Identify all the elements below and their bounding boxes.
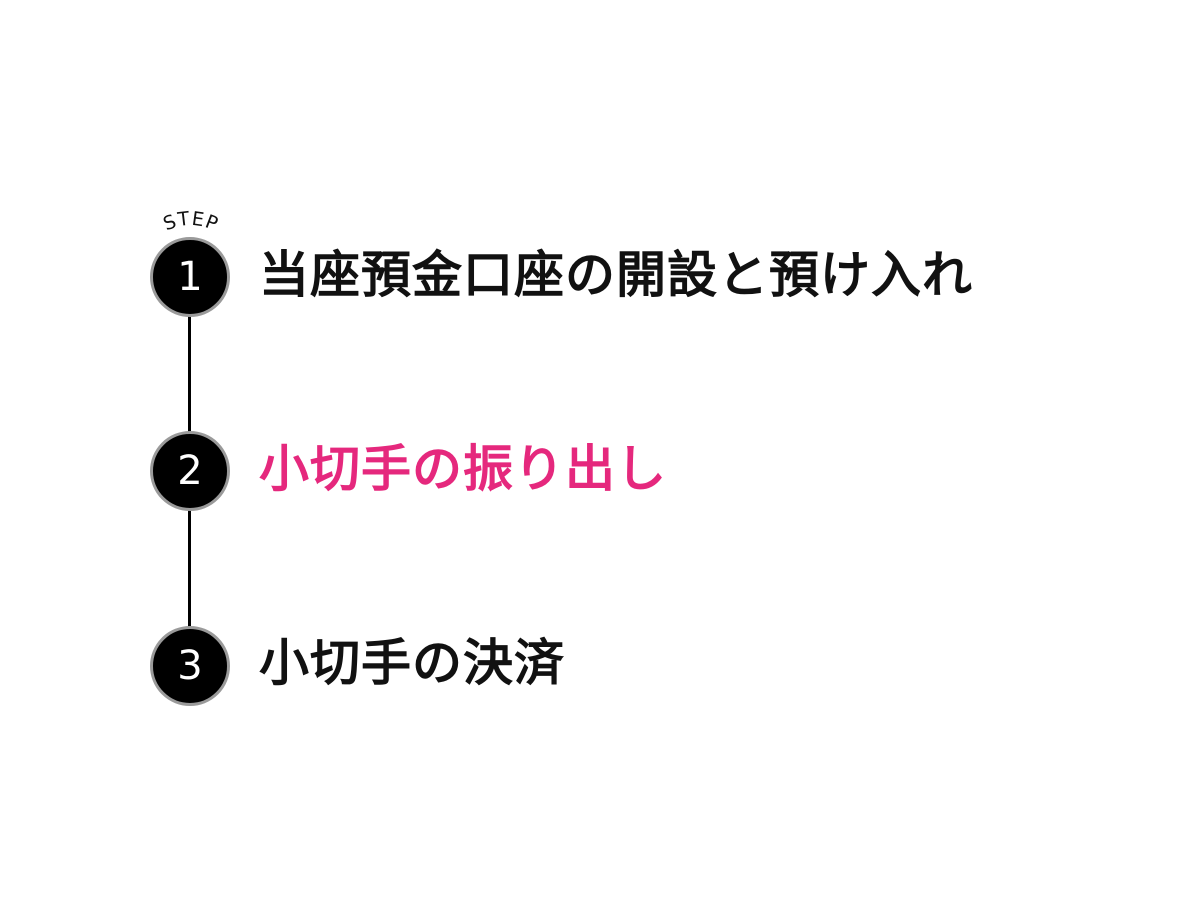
step-1-number: 1 <box>177 254 203 300</box>
step-2-number: 2 <box>177 448 203 494</box>
step-1-number-circle: 1 <box>150 237 230 317</box>
step-2-number-circle: 2 <box>150 431 230 511</box>
connector-line-2-3 <box>188 508 191 628</box>
step-badge-arc: STEP <box>160 208 221 236</box>
step-3-number: 3 <box>177 643 203 689</box>
step-badge: STEP <box>150 200 230 244</box>
step-3-label: 小切手の決済 <box>259 634 565 692</box>
step-3-number-circle: 3 <box>150 626 230 706</box>
step-2-label: 小切手の振り出し <box>259 440 667 498</box>
connector-line-1-2 <box>188 315 191 433</box>
svg-text:STEP: STEP <box>160 208 221 236</box>
step-1-label: 当座預金口座の開設と預け入れ <box>259 246 973 304</box>
step-badge-label: STEP <box>160 208 220 236</box>
